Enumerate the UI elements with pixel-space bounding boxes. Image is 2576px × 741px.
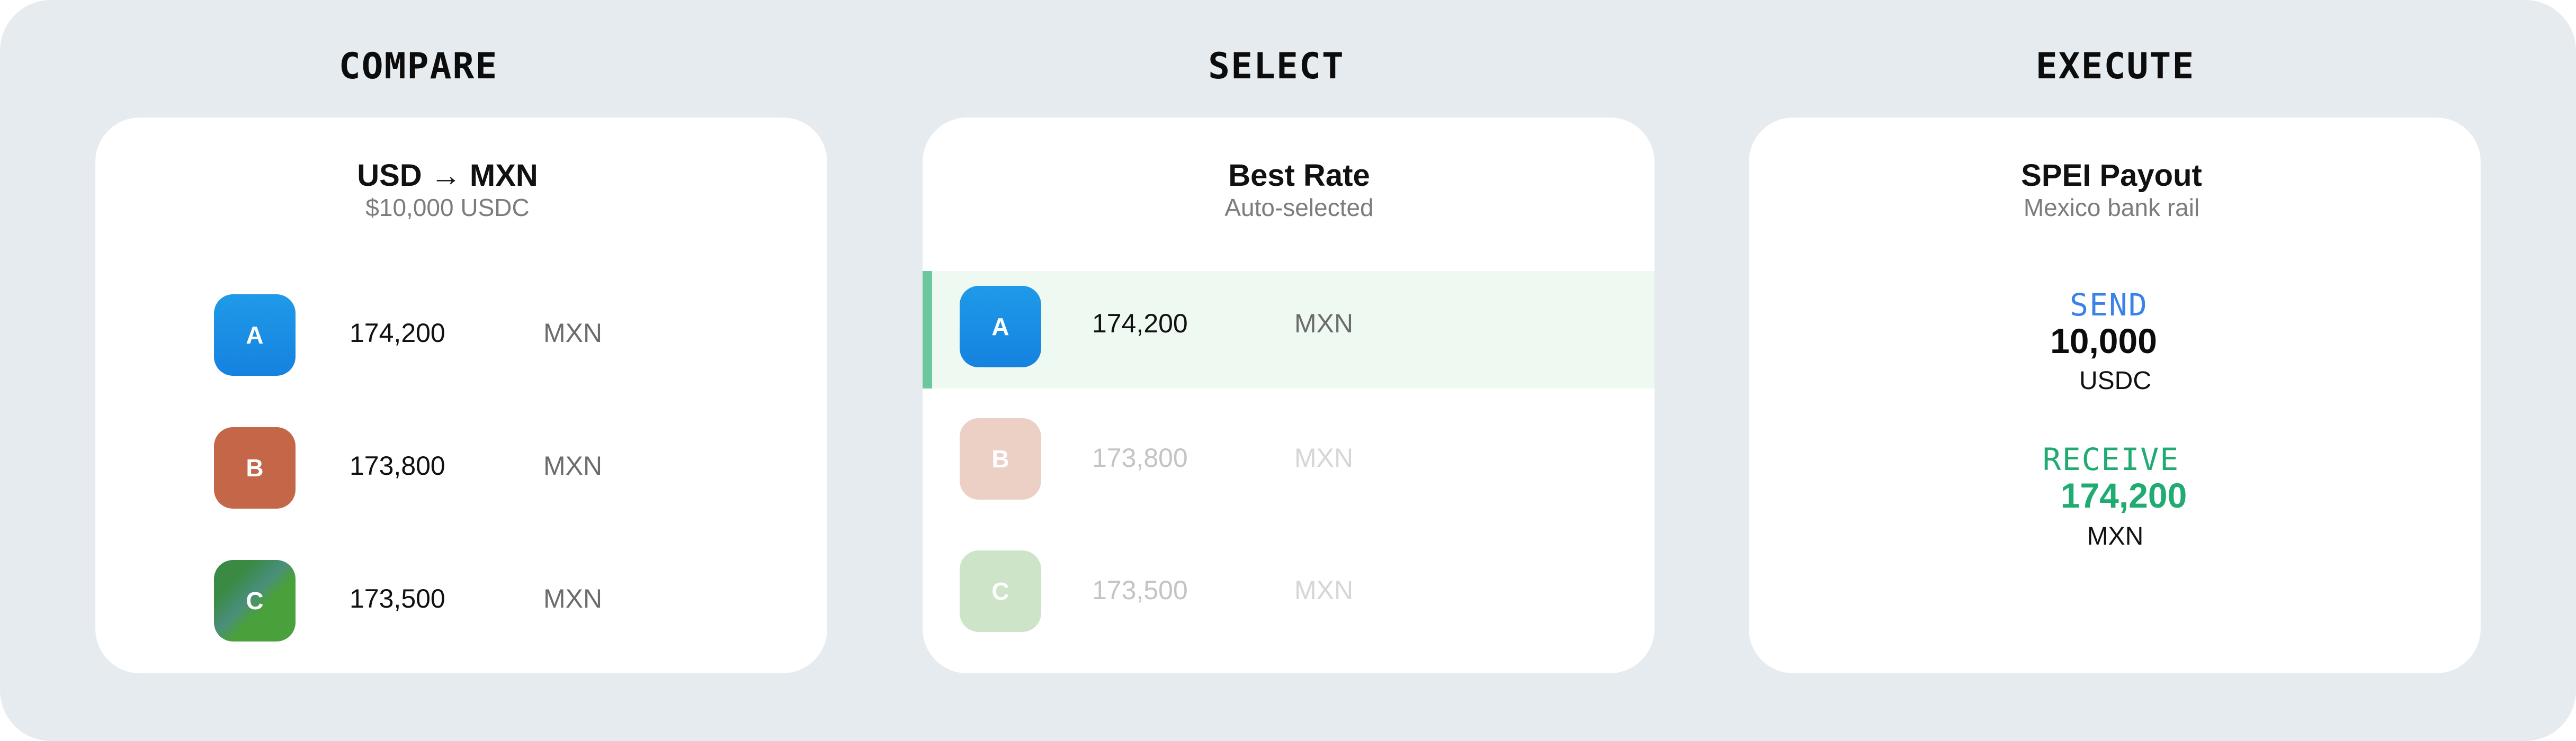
receive-label: RECEIVE (2042, 441, 2180, 477)
select-heading: SELECT (1208, 46, 1345, 87)
quote-currency: MXN (1294, 575, 1354, 605)
execute-card-title: SPEI Payout (2021, 158, 2202, 193)
quote-currency: MXN (543, 451, 603, 481)
quote-amount: 173,800 (1092, 443, 1188, 473)
send-amount: 10,000 (2050, 321, 2157, 360)
execute-card: SPEI Payout Mexico bank rail SEND 10,000… (1749, 118, 2481, 673)
select-card-title: Best Rate (1228, 158, 1370, 193)
provider-a-badge: A (960, 286, 1041, 367)
execute-card-subtitle: Mexico bank rail (2023, 194, 2200, 221)
quote-amount: 174,200 (1092, 309, 1188, 338)
quote-amount: 173,800 (350, 451, 445, 481)
quote-amount: 173,500 (350, 584, 445, 613)
send-currency: USDC (2079, 367, 2151, 395)
quote-currency: MXN (1294, 443, 1354, 473)
quote-amount: 173,500 (1092, 575, 1188, 605)
provider-c-badge: C (214, 560, 296, 641)
quote-currency: MXN (543, 584, 603, 613)
provider-b-badge: B (214, 427, 296, 509)
select-card: Best Rate Auto-selected A 174,200 MXN B … (923, 118, 1654, 673)
selected-quote-row-a[interactable]: A 174,200 MXN (923, 271, 1654, 388)
provider-a-badge: A (214, 294, 296, 376)
quote-row-b[interactable]: B 173,800 MXN (95, 409, 827, 527)
execute-card-header: SPEI Payout Mexico bank rail (1749, 158, 2477, 222)
receive-currency: MXN (2087, 522, 2144, 550)
receive-amount: 174,200 (2060, 476, 2187, 515)
select-card-subtitle: Auto-selected (1224, 194, 1374, 221)
quote-currency: MXN (1294, 309, 1354, 338)
provider-c-badge: C (960, 550, 1041, 632)
quote-row-c[interactable]: C 173,500 MXN (95, 542, 827, 659)
quote-currency: MXN (543, 318, 603, 348)
compare-card-title: USD → MXN (357, 158, 538, 193)
send-label: SEND (2070, 287, 2148, 323)
compare-card-subtitle: $10,000 USDC (365, 194, 530, 221)
compare-heading: COMPARE (338, 46, 498, 87)
provider-b-badge: B (960, 418, 1041, 500)
selection-indicator (923, 271, 932, 388)
quote-row-b-dimmed[interactable]: B 173,800 MXN (923, 403, 1654, 521)
execute-heading: EXECUTE (2035, 46, 2195, 87)
quote-amount: 174,200 (350, 318, 445, 348)
compare-card-header: USD → MXN $10,000 USDC (95, 158, 813, 222)
quote-row-a[interactable]: A 174,200 MXN (95, 276, 827, 394)
compare-card: USD → MXN $10,000 USDC A 174,200 MXN B 1… (95, 118, 827, 673)
quote-row-c-dimmed[interactable]: C 173,500 MXN (923, 536, 1654, 653)
select-card-header: Best Rate Auto-selected (933, 158, 1654, 222)
